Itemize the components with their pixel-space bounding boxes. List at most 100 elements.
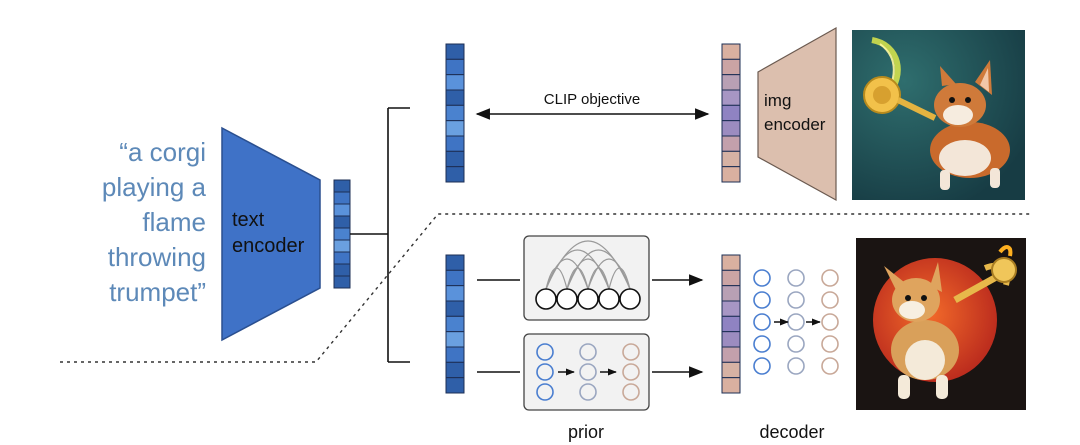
text-embedding-cell (333, 251, 351, 265)
corgi-trumpet-image-top (852, 30, 1025, 200)
decoder-label: decoder (759, 422, 824, 442)
diffusion-circle (579, 343, 597, 361)
prior-diffusion-box (523, 333, 650, 411)
image-embedding-top-cell (721, 74, 741, 91)
prior-token-circle (535, 288, 557, 310)
text-embedding-cell (333, 263, 351, 277)
decoder-circle (821, 269, 839, 287)
caption-line-5: trumpet” (109, 277, 206, 307)
image-embedding-bottom-cell (721, 254, 741, 271)
text-embedding-bottom-cell (445, 269, 465, 287)
text-encoder-label-1: text (232, 209, 265, 231)
decoder-circle (821, 313, 839, 331)
text-encoder: text encoder (221, 126, 321, 342)
image-embedding-top-cell (721, 166, 741, 183)
attention-arc (587, 258, 631, 290)
decoder-circle (787, 335, 805, 353)
diffusion-circle (536, 363, 554, 381)
decoder-circle (787, 291, 805, 309)
image-embedding-bottom (721, 254, 741, 394)
decoder-circle (821, 335, 839, 353)
text-embedding (333, 179, 351, 289)
text-embedding-top (445, 43, 465, 183)
clip-objective-label: CLIP objective (544, 91, 640, 108)
decoder-circle (753, 269, 771, 287)
text-embedding-cell (333, 203, 351, 217)
text-embedding-top-cell (445, 58, 465, 76)
text-embedding-cell (333, 275, 351, 289)
img-encoder-label-1: img (764, 91, 791, 110)
attention-arc (608, 267, 631, 290)
image-embedding-top-cell (721, 120, 741, 137)
prior-token-circles (535, 288, 641, 310)
image-embedding-top-cell (721, 58, 741, 76)
attention-arc (566, 249, 631, 290)
text-embedding-bottom-cell (445, 300, 465, 317)
decoder-circle (753, 313, 771, 331)
text-embedding-bottom-cell (445, 254, 465, 271)
text-embedding-top-cell (445, 166, 465, 183)
decoder-circle (821, 357, 839, 375)
img-encoder-label-2: encoder (764, 115, 826, 134)
caption-line-2: playing a (102, 172, 207, 202)
text-embedding-cell (333, 227, 351, 241)
text-embedding-bottom-cell (445, 346, 465, 363)
text-embedding-bottom-cell (445, 361, 465, 379)
diffusion-circle (622, 363, 640, 381)
image-embedding-bottom-cell (721, 361, 741, 379)
diffusion-circle (536, 383, 554, 401)
text-embedding-top-cell (445, 120, 465, 137)
text-embedding-cell (333, 179, 351, 193)
diffusion-circle (622, 343, 640, 361)
dashed-separator (60, 213, 1030, 363)
text-embedding-cell (333, 191, 351, 205)
text-embedding-bottom-cell (445, 285, 465, 302)
decoder-circle (787, 269, 805, 287)
text-embedding-bottom-cell (445, 331, 465, 348)
decoder-circle (753, 291, 771, 309)
bracket (372, 107, 410, 363)
caption-line-3: flame (142, 207, 206, 237)
caption-line-1: “a corgi (119, 137, 206, 167)
caption: “a corgi playing a flame throwing trumpe… (102, 137, 207, 307)
text-embedding-bottom-cell (445, 315, 465, 333)
image-embedding-bottom-cell (721, 331, 741, 348)
image-embedding-top-cell (721, 89, 741, 106)
text-encoder-label-2: encoder (232, 235, 305, 257)
image-embedding-bottom-cell (721, 269, 741, 287)
image-embedding-bottom-cell (721, 300, 741, 317)
attention-arcs (545, 240, 631, 290)
text-embedding-top-cell (445, 150, 465, 168)
text-embedding-cell (333, 215, 351, 229)
text-embedding-top-cell (445, 135, 465, 152)
decoder-circle (821, 291, 839, 309)
text-embedding-top-cell (445, 104, 465, 122)
image-embedding-top-cell (721, 135, 741, 152)
image-embedding-top-cell (721, 104, 741, 122)
corgi-trumpet-image-bottom (856, 238, 1026, 410)
decoder-circle (787, 313, 805, 331)
prior-token-circle (619, 288, 641, 310)
prior-token-circle (556, 288, 578, 310)
image-encoder: img encoder (757, 26, 837, 202)
decoder-circle (787, 357, 805, 375)
decoder-circles (753, 269, 839, 375)
image-embedding-bottom-cell (721, 346, 741, 363)
diffusion-circle (536, 343, 554, 361)
text-embedding-bottom-cell (445, 377, 465, 394)
text-embedding-bottom (445, 254, 465, 394)
text-embedding-top-cell (445, 43, 465, 60)
text-embedding-cell (333, 239, 351, 253)
decoder-circle (753, 357, 771, 375)
image-embedding-bottom-cell (721, 285, 741, 302)
image-embedding-top-cell (721, 43, 741, 60)
prior-token-circle (577, 288, 599, 310)
image-embedding-bottom-cell (721, 315, 741, 333)
decoder-circle (753, 335, 771, 353)
image-embedding-top-cell (721, 150, 741, 168)
prior-diffusion-circles (536, 343, 640, 401)
diffusion-circle (622, 383, 640, 401)
diffusion-circle (579, 363, 597, 381)
diffusion-circle (579, 383, 597, 401)
